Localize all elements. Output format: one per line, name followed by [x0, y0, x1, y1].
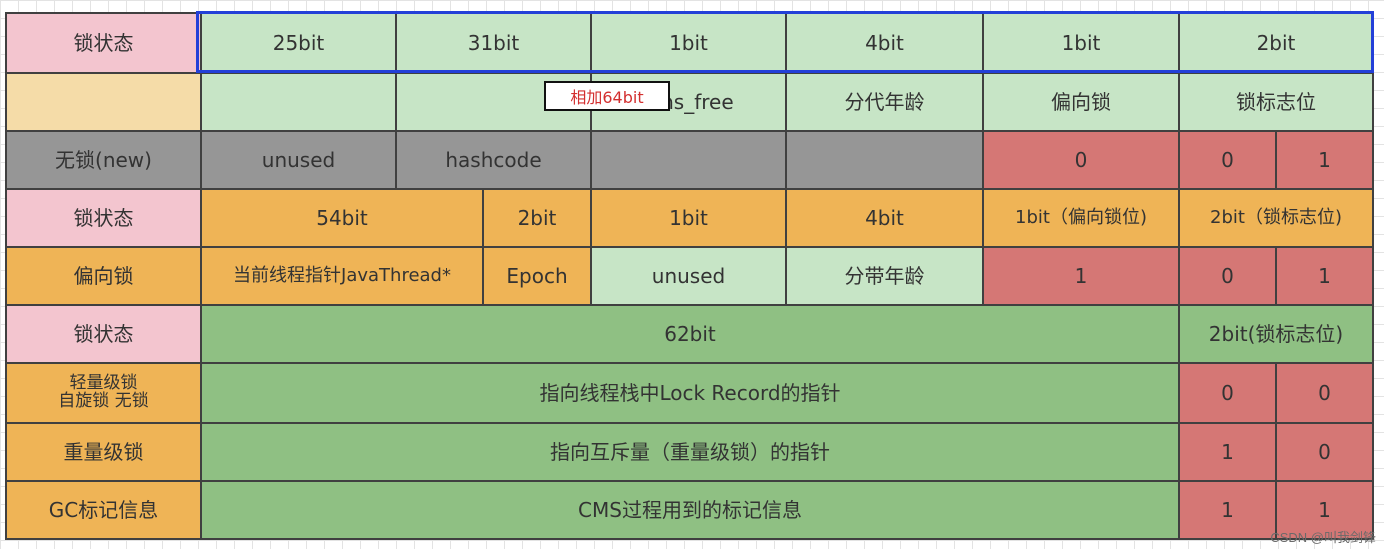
cell-r2-c3 — [590, 130, 787, 190]
cell-r1-c0 — [5, 72, 202, 132]
highlight-box — [196, 11, 1374, 73]
cell-r6-c3: 0 — [1275, 362, 1374, 424]
cell-r1-c1 — [200, 72, 397, 132]
cell-r8-c0: GC标记信息 — [5, 480, 202, 540]
callout-label: 相加64bit — [544, 81, 670, 111]
cell-r5-c2: 2bit(锁标志位) — [1178, 304, 1374, 364]
cell-r2-c5: 0 — [982, 130, 1180, 190]
cell-r4-c7: 1 — [1275, 246, 1374, 306]
watermark: CSDN @叫我剑锋 — [1270, 530, 1376, 545]
cell-r3-c3: 1bit — [590, 188, 787, 248]
cell-r3-c6: 2bit（锁标志位) — [1178, 188, 1374, 248]
cell-r3-c5: 1bit（偏向锁位) — [982, 188, 1180, 248]
cell-r5-c1: 62bit — [200, 304, 1180, 364]
cell-r4-c2: Epoch — [482, 246, 592, 306]
cell-r5-c0: 锁状态 — [5, 304, 202, 364]
cell-r3-c1: 54bit — [200, 188, 484, 248]
cell-r1-c4: 分代年龄 — [785, 72, 984, 132]
cell-r6-c0: 轻量级锁 自旋锁 无锁 — [5, 362, 202, 424]
cell-r3-c4: 4bit — [785, 188, 984, 248]
cell-r4-c6: 0 — [1178, 246, 1277, 306]
cell-r0-c1: 25bit — [200, 12, 397, 74]
cell-r0-c3: 1bit — [590, 12, 787, 74]
cell-r7-c2: 1 — [1178, 422, 1277, 482]
cell-r2-c4 — [785, 130, 984, 190]
cell-r8-c2: 1 — [1178, 480, 1277, 540]
cell-r7-c0: 重量级锁 — [5, 422, 202, 482]
cell-r6-c2: 0 — [1178, 362, 1277, 424]
cell-r2-c6: 0 — [1178, 130, 1277, 190]
cell-r4-c4: 分带年龄 — [785, 246, 984, 306]
cell-r4-c1: 当前线程指针JavaThread* — [200, 246, 484, 306]
cell-r3-c0: 锁状态 — [5, 188, 202, 248]
cell-r8-c1: CMS过程用到的标记信息 — [200, 480, 1180, 540]
cell-r1-c5: 偏向锁 — [982, 72, 1180, 132]
cell-r0-c5: 1bit — [982, 12, 1180, 74]
cell-r2-c1: unused — [200, 130, 397, 190]
cell-r6-c1: 指向线程栈中Lock Record的指针 — [200, 362, 1180, 424]
cell-r7-c3: 0 — [1275, 422, 1374, 482]
cell-r8-c3: 1 — [1275, 480, 1374, 540]
cell-r2-c0: 无锁(new) — [5, 130, 202, 190]
cell-r3-c2: 2bit — [482, 188, 592, 248]
cell-r2-c7: 1 — [1275, 130, 1374, 190]
cell-r0-c0: 锁状态 — [5, 12, 202, 74]
cell-r2-c2: hashcode — [395, 130, 592, 190]
cell-r4-c3: unused — [590, 246, 787, 306]
cell-r4-c5: 1 — [982, 246, 1180, 306]
cell-r7-c1: 指向互斥量（重量级锁）的指针 — [200, 422, 1180, 482]
cell-r4-c0: 偏向锁 — [5, 246, 202, 306]
cell-r1-c6: 锁标志位 — [1178, 72, 1374, 132]
